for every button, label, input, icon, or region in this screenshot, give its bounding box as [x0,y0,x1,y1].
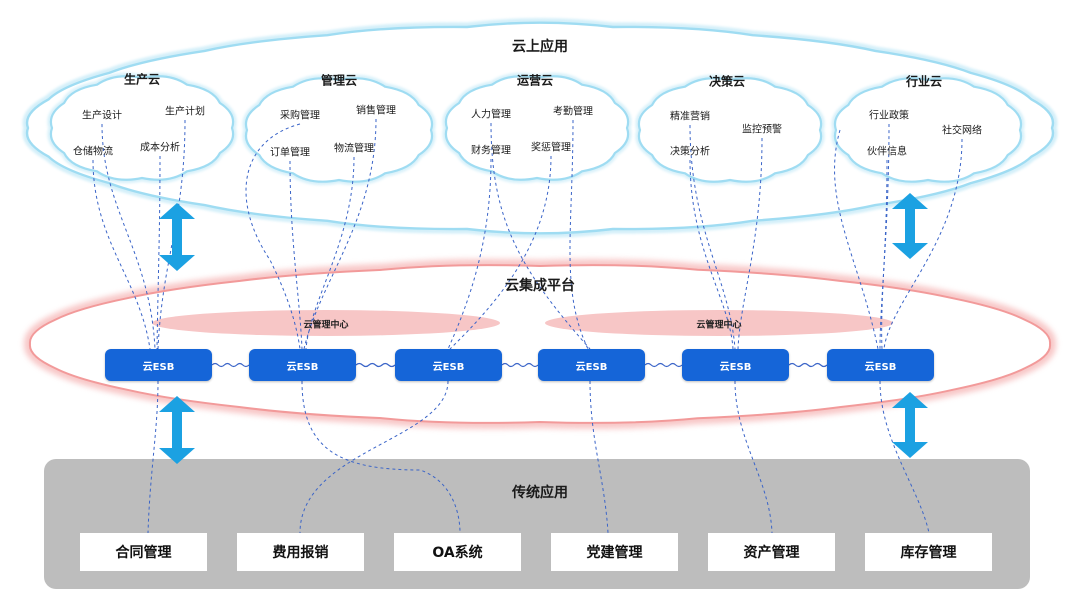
app-contract-management[interactable]: 合同管理 [80,533,207,571]
esb-node[interactable]: 云ESB [105,349,212,381]
esb-wave-connector [501,362,539,368]
dashed-connection-line [449,155,552,350]
esb-wave-connector [788,362,828,368]
dashed-connection-line [156,155,161,350]
management-center-label: 云管理中心 [696,320,742,331]
double-arrow-icon [892,193,928,259]
double-arrow-icon [892,392,928,458]
cloud-production-item: 仓储物流 [73,146,113,158]
integration-platform-title: 云集成平台 [505,278,575,294]
dashed-connection-line [569,119,589,350]
management-center-shape [545,310,893,336]
dashed-connection-line [157,119,186,350]
cloud-operations-item: 人力管理 [471,109,511,121]
esb-node[interactable]: 云ESB [395,349,502,381]
cloud-operations-item: 奖惩管理 [531,142,571,154]
esb-wave-connector [355,362,396,368]
cloud-management-item: 物流管理 [334,143,374,155]
cloud-operations-title: 运营云 [516,73,554,88]
app-inventory-management[interactable]: 库存管理 [865,533,992,571]
cloud-decision-item: 精准营销 [670,111,710,123]
dashed-connection-line [305,156,355,350]
cloud-industry-item: 伙伴信息 [867,146,907,158]
cloud-industry-item: 社交网络 [942,125,982,137]
cloud-management-item: 采购管理 [280,110,320,122]
dashed-connection-line [447,158,492,350]
cloud-production-item: 生产计划 [165,106,205,118]
cloud-decision-item: 决策分析 [670,146,710,158]
sub-cloud-shape [444,75,630,181]
top-layer-title: 云上应用 [512,39,568,55]
app-asset-management[interactable]: 资产管理 [708,533,835,571]
sub-cloud-shape [833,77,1023,183]
esb-wave-connector [644,362,683,368]
sub-cloud-shape [637,77,823,183]
cloud-management-item: 销售管理 [356,105,396,117]
app-oa-system[interactable]: OA系统 [394,533,521,571]
cloud-operations-item: 财务管理 [471,145,511,157]
sub-cloud-shape [244,77,434,183]
app-expense-reimbursement[interactable]: 费用报销 [237,533,364,571]
cloud-production-title: 生产云 [123,72,161,87]
double-arrow-icon [159,396,195,464]
cloud-management-title: 管理云 [320,73,358,88]
management-center-label: 云管理中心 [303,320,349,331]
dashed-connection-line [589,380,609,534]
dashed-connection-line [881,159,888,350]
double-arrow-icon [159,203,195,271]
esb-node[interactable]: 云ESB [538,349,645,381]
traditional-apps-title: 传统应用 [512,485,568,501]
app-party-building[interactable]: 党建管理 [551,533,678,571]
cloud-management-item: 订单管理 [270,147,310,159]
dashed-connection-line [734,380,773,534]
dashed-connection-line [689,124,736,350]
dashed-connection-line [101,123,156,350]
management-center-shape [152,310,500,336]
dashed-connection-line [834,129,879,350]
dashed-connection-line [301,380,461,534]
dashed-connection-line [289,160,303,350]
dashed-connection-line [689,159,734,350]
cloud-decision-title: 决策云 [708,74,746,89]
dashed-connection-line [737,137,763,350]
esb-wave-connector [211,362,250,368]
esb-node[interactable]: 云ESB [682,349,789,381]
dashed-connection-line [883,138,963,350]
cloud-operations-item: 考勤管理 [553,106,593,118]
cloud-production-item: 成本分析 [140,142,180,154]
cloud-industry-title: 行业云 [905,74,943,89]
esb-node[interactable]: 云ESB [249,349,356,381]
cloud-industry-item: 行业政策 [869,110,909,122]
dashed-connection-line [299,380,449,534]
cloud-production-item: 生产设计 [82,110,122,122]
dashed-connection-line [303,118,377,350]
dashed-connection-line [245,123,301,350]
cloud-decision-item: 监控预警 [742,124,782,136]
dashed-connection-line [92,159,151,350]
sub-cloud-shape [49,75,235,181]
platform-cloud-shape [28,264,1052,424]
esb-node[interactable]: 云ESB [827,349,934,381]
dashed-connection-line [879,380,930,534]
